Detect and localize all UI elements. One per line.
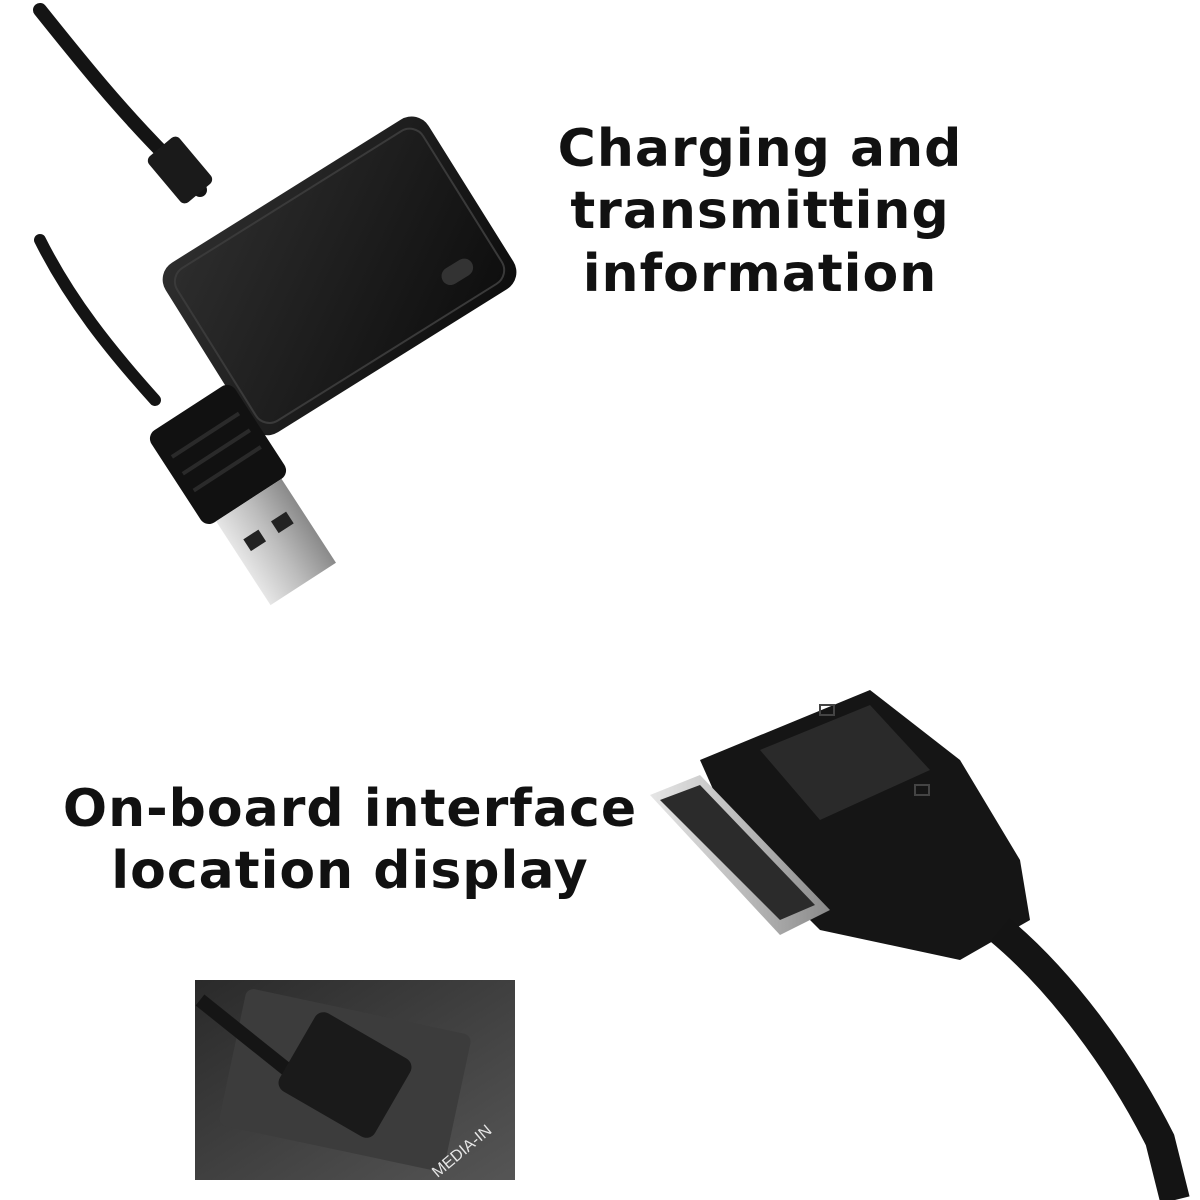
ami-cable (990, 918, 1190, 1200)
connector-pins (650, 775, 830, 935)
usb-cable (34, 234, 161, 406)
adapter-box (162, 116, 517, 436)
ami-connector (650, 690, 1190, 1200)
caption-charging: Charging and transmitting information (400, 118, 1120, 305)
cable-strain-relief (147, 136, 213, 204)
caption-charging-line2: information (582, 243, 938, 304)
led-indicator (441, 258, 474, 286)
inset-photo: MEDIA-IN (195, 980, 515, 1181)
caption-onboard: On-board interface location display (60, 778, 640, 903)
caption-onboard-line1: On-board interface (62, 779, 638, 839)
caption-onboard-line2: location display (111, 841, 589, 902)
usb-plug (149, 384, 336, 606)
caption-charging-line1: Charging and transmitting (557, 119, 963, 242)
